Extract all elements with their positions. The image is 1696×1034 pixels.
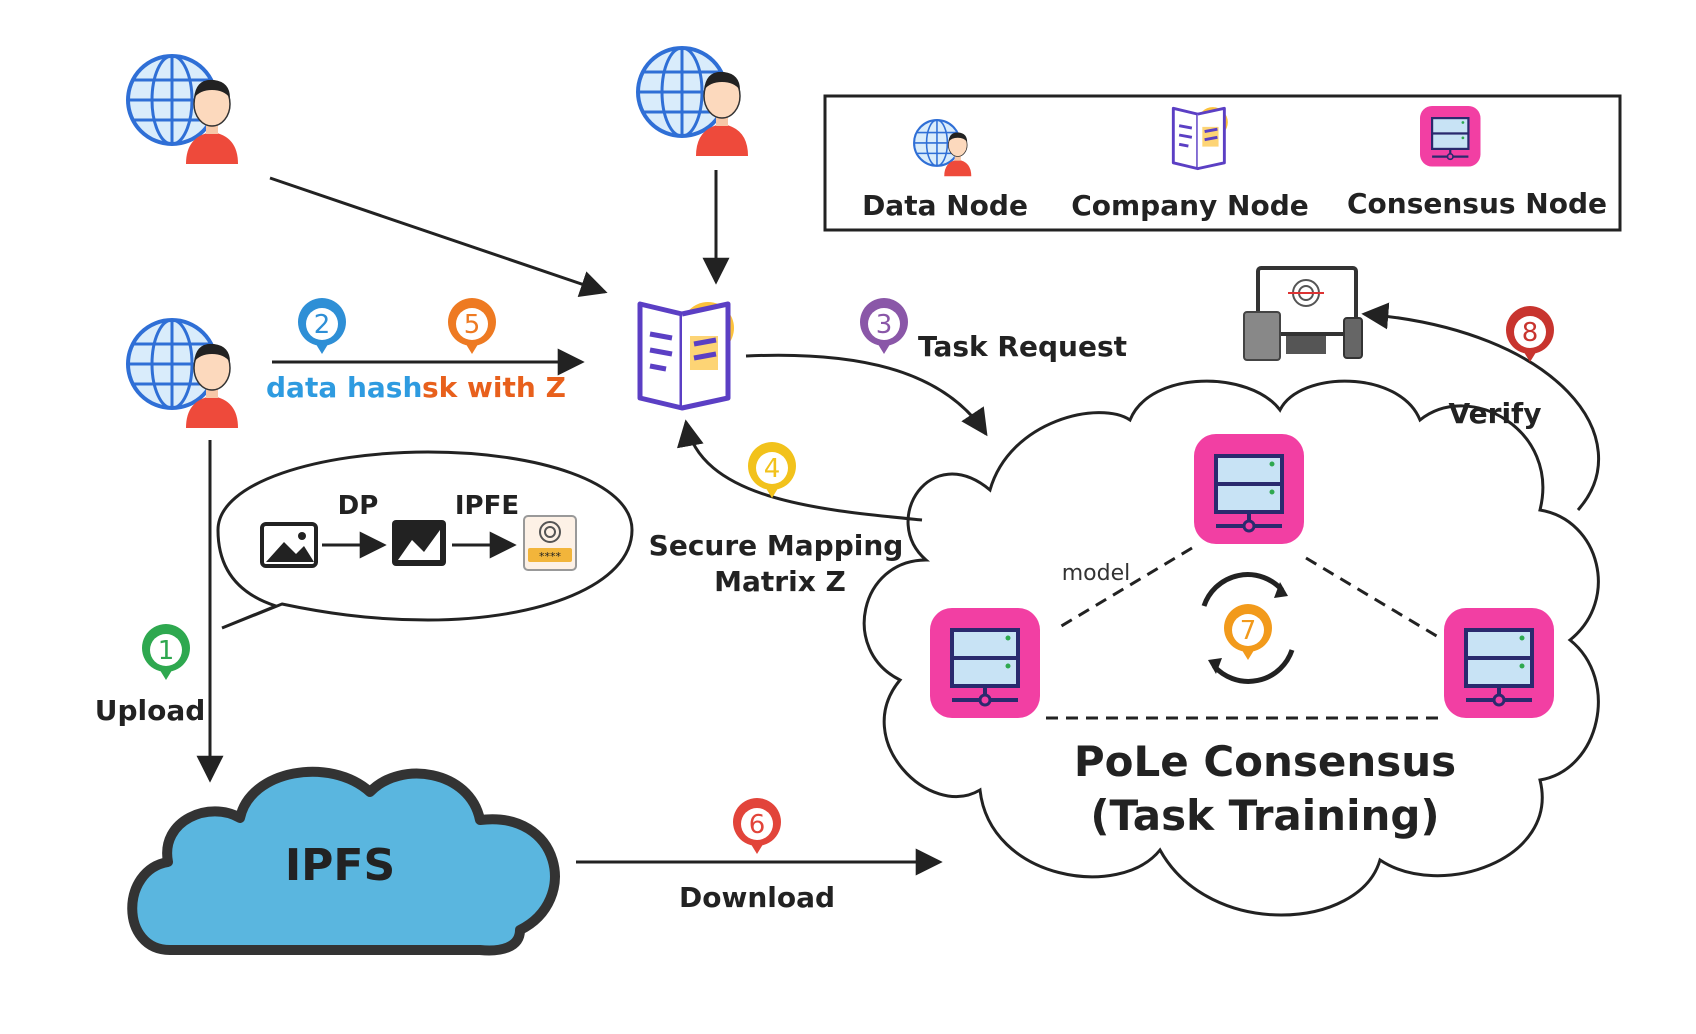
noised-image-icon [392,520,446,566]
step-8-pin: 8 [1505,306,1554,362]
consensus-title-line1: PoLe Consensus [1074,737,1456,786]
verify-label: Verify [1449,397,1542,430]
step-3-number: 3 [876,310,893,340]
step-5-pin: 5 [447,298,496,354]
ipfs-cloud: IPFS [127,766,560,956]
data-node-top-left [126,54,240,166]
arrow-secure-mapping [677,419,923,522]
step-2-pin: 2 [297,298,346,354]
consensus-node-top [1192,432,1306,546]
company-node [640,302,734,408]
legend-consensus-node-label: Consensus Node [1347,187,1607,220]
link-top-left [1057,546,1193,630]
secure-mapping-label: Secure Mapping [649,529,904,562]
legend-company-node-icon [1171,105,1230,171]
consensus-cloud [862,379,1600,917]
verify-device-icon [1243,266,1363,361]
step-2-number: 2 [314,310,331,340]
step-4-pin: 4 [747,442,796,498]
legend-consensus-node-icon [1418,104,1482,168]
process-bubble: DP IPFE **** [216,450,634,630]
dp-label: DP [338,491,379,521]
sk-with-z-label: sk with Z [422,371,566,404]
step-7-number: 7 [1240,616,1257,646]
step-1-number: 1 [158,636,175,666]
arrow-task-request [745,353,988,437]
arrow-data-to-company-1 [269,176,608,297]
data-node-top-center [636,46,750,158]
step-7-cycle: 7 [1201,572,1295,684]
data-hash-label: data hash [266,371,422,404]
legend-data-node-label: Data Node [862,189,1028,222]
task-request-label: Task Request [918,330,1127,363]
consensus-node-left [928,606,1042,720]
matrix-z-label: Matrix Z [714,565,846,598]
image-icon [260,522,318,568]
link-top-right [1305,556,1441,640]
step-4-number: 4 [764,454,781,484]
step-6-pin: 6 [732,798,781,854]
upload-label: Upload [95,694,206,727]
step-8-number: 8 [1522,318,1539,348]
data-node-left [126,318,240,430]
step-5-number: 5 [464,310,481,340]
model-label: model [1062,561,1131,586]
ipfe-label: IPFE [455,491,519,521]
consensus-node-right [1442,606,1556,720]
consensus-title-line2: (Task Training) [1090,791,1439,840]
arrow-verify [1361,302,1600,511]
legend: Data Node Company Node Consensus Node [823,94,1622,232]
legend-company-node-label: Company Node [1071,189,1309,222]
step-1-pin: 1 [141,624,190,680]
step-6-number: 6 [749,810,766,840]
download-label: Download [679,881,835,914]
step-3-pin: 3 [859,298,908,354]
ipfs-label: IPFS [285,840,395,891]
encrypted-fingerprint-icon: **** [523,515,577,571]
svg-text:****: **** [539,550,562,563]
